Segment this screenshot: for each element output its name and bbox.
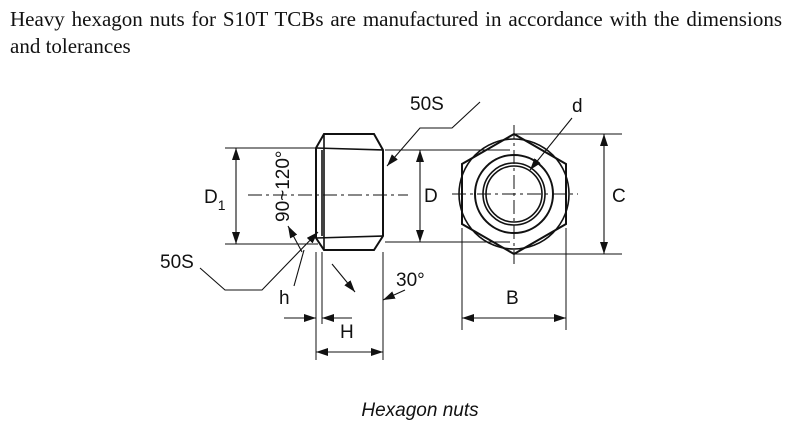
finish-top-leader (386, 101, 481, 167)
d-leader (529, 117, 573, 171)
finish-left-leader (199, 231, 319, 291)
intro-paragraph: Heavy hexagon nuts for S10T TCBs are man… (10, 7, 782, 58)
B-label: B (506, 288, 519, 309)
bearing-angle-label: 30° (396, 270, 425, 291)
H-label: H (340, 322, 354, 343)
D-label: D (424, 186, 438, 207)
finish-left-label: 50S (160, 252, 194, 273)
h-label: h (279, 288, 290, 309)
chamfer-leader (287, 225, 303, 253)
center-lines (248, 125, 578, 268)
finish-top-label: 50S (410, 94, 444, 115)
h-leader (293, 249, 305, 287)
nut-side-view (315, 133, 384, 251)
d-label: d (572, 96, 583, 117)
D1-label: D1 (204, 187, 226, 213)
figure-caption: Hexagon nuts (361, 400, 479, 421)
dimension-lines (232, 134, 608, 356)
chamfer-angle-label: 90~120° (273, 150, 294, 222)
C-label: C (612, 186, 626, 207)
leader-lines (199, 101, 573, 301)
bearing-leader (331, 263, 356, 293)
angle-arrow (382, 289, 406, 301)
